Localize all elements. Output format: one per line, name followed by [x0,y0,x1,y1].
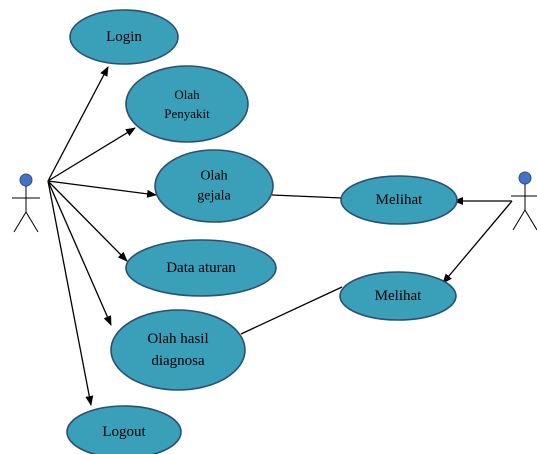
use-case-label: Logout [102,424,146,440]
use-case-ellipse [110,309,246,391]
association-arrow-admin-olah-hasil-diagnosa [47,180,112,326]
association-arrow-admin-logout [47,180,94,406]
actor-limb [25,211,39,233]
use-case-label: Melihat [375,288,422,304]
use-case-olah-hasil-diagnosa: Olah hasil diagnosa [110,309,246,391]
use-case-label: diagnosa [151,353,205,369]
actor-head [518,171,532,185]
association-arrow-admin-login [47,66,109,182]
use-case-ellipse [69,9,179,65]
use-case-ellipse [125,65,249,143]
association-line-olah-gejala-melihat-gejala [271,194,343,199]
use-case-olah-gejala: Olah gejala [154,149,274,223]
use-case-label: Penyakit [164,106,210,121]
use-case-login: Login [69,9,179,65]
actor-user-stick-figure-icon [511,171,537,231]
actor-limb [524,209,537,231]
association-line-olah-hasil-diagnosa-melihat-diagnosa [240,286,343,335]
use-case-label: Olah hasil [147,331,208,347]
use-case-melihat-diagnosa: Melihat [339,271,457,321]
actor-head [19,173,33,187]
use-case-data-aturan: Data aturan [125,239,277,297]
association-arrow-admin-olah-gejala [47,180,157,198]
use-case-ellipse [340,175,458,225]
use-case-ellipse [339,271,457,321]
actor-admin-stick-figure-icon [12,173,40,233]
use-case-label: Olah [200,168,227,183]
use-case-ellipse [125,239,277,297]
use-case-ellipse [66,405,182,454]
association-arrow-admin-olah-penyakit [47,127,136,182]
use-case-label: gejala [197,189,231,204]
use-case-label: Data aturan [166,260,236,276]
use-case-melihat-gejala: Melihat [340,175,458,225]
use-case-label: Melihat [376,192,423,208]
association-arrow-admin-data-aturan [47,180,128,262]
association-arrow-user-melihat-diagnosa [442,200,513,284]
use-case-label: Olah [174,87,200,102]
actor-limb [13,211,27,233]
actor-limb [512,209,526,231]
use-case-ellipse [154,149,274,223]
use-case-logout: Logout [66,405,182,454]
use-case-label: Login [106,29,142,45]
